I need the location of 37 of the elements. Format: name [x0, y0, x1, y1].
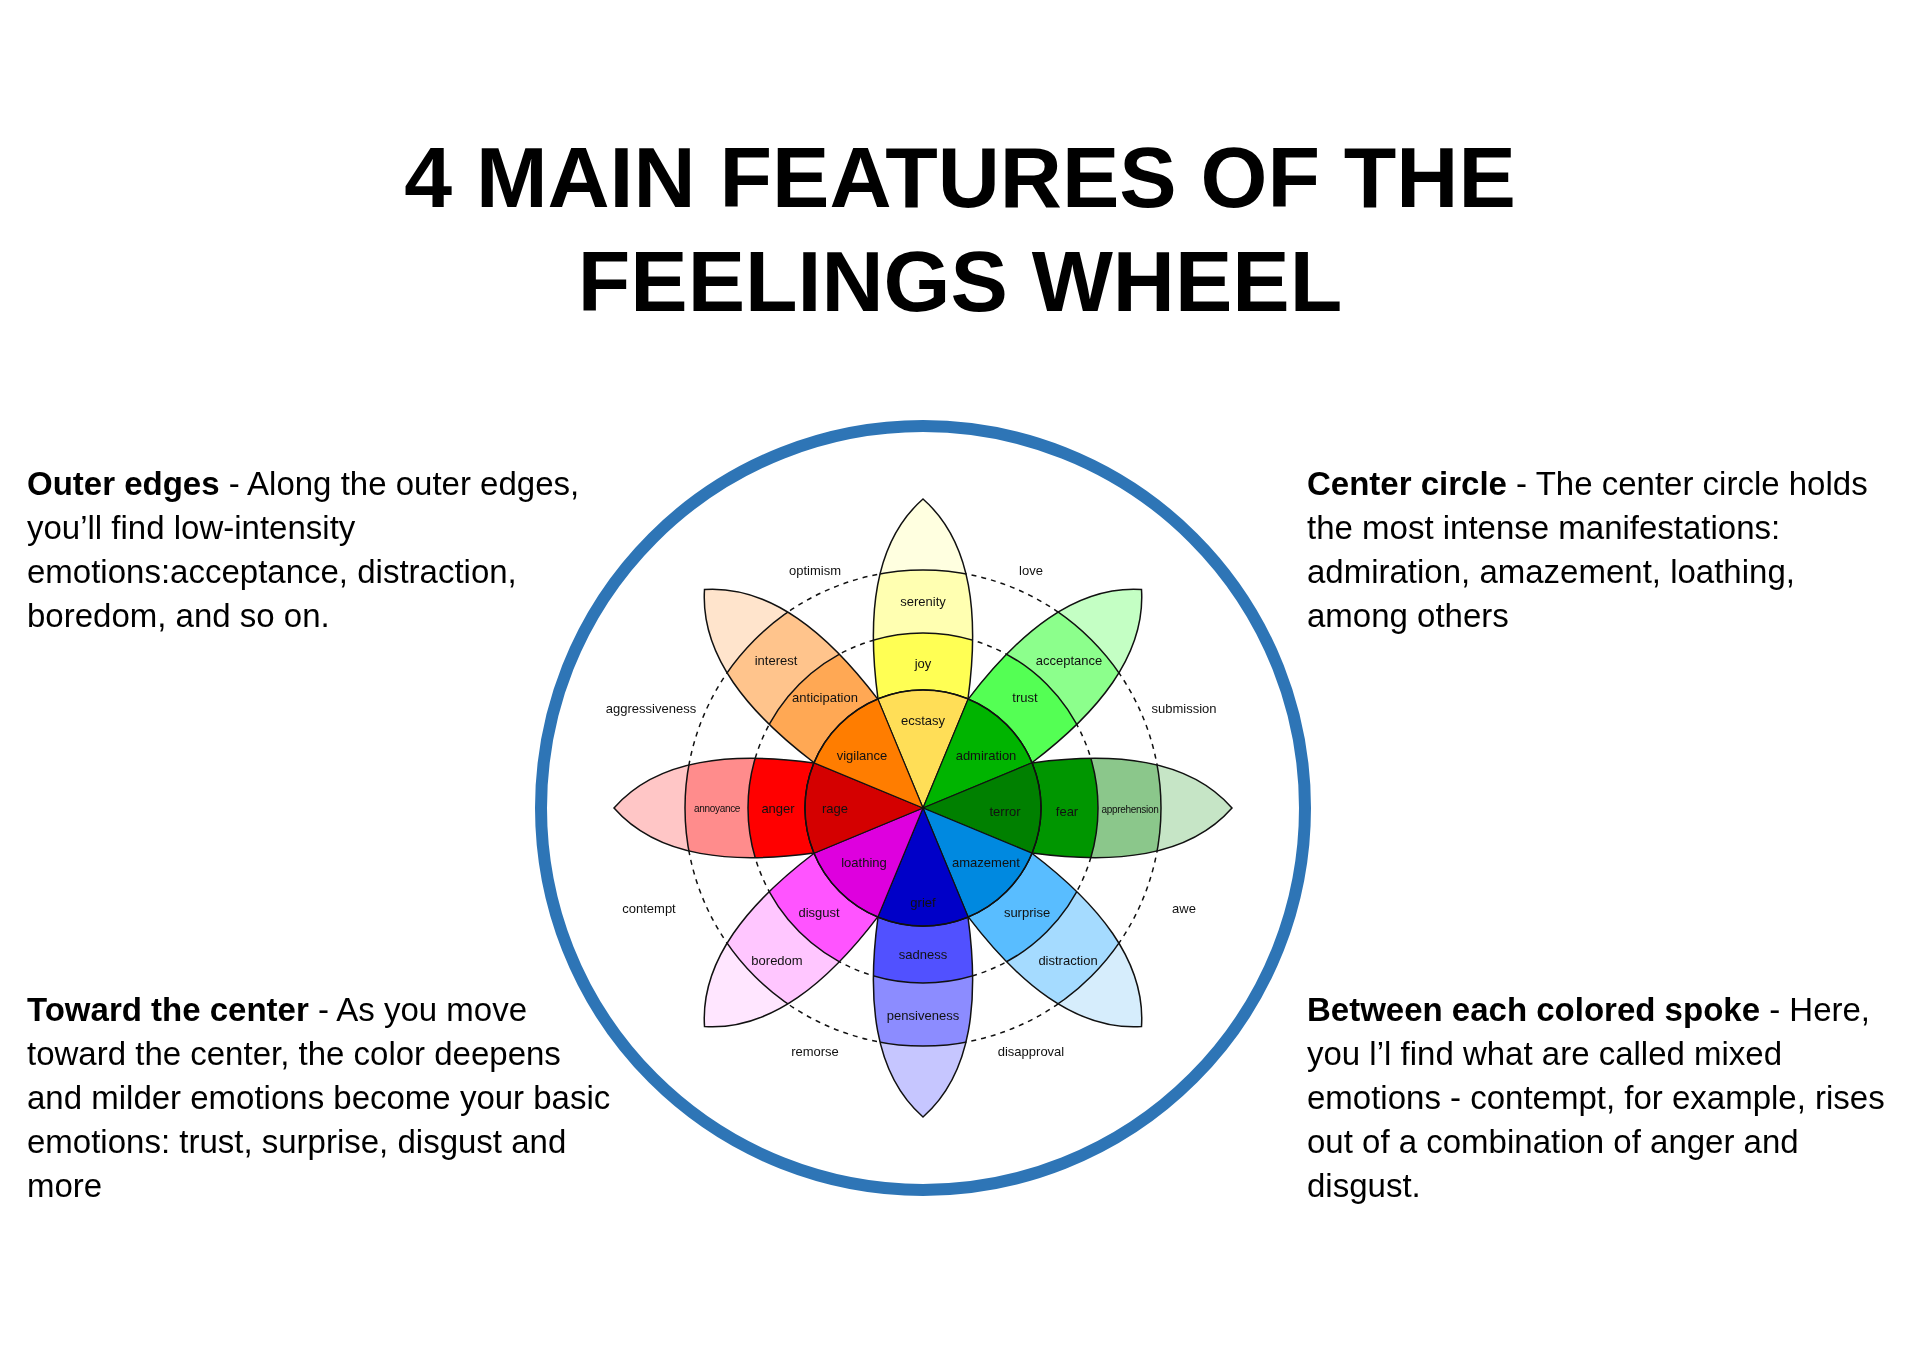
emotion-label: love — [1019, 562, 1043, 578]
emotion-label: pensiveness — [886, 1007, 960, 1023]
description-paragraph: Toward the center - As you move toward the center, the color deepens and milder emotions become your basic emotions: trust, surprise, disgust and more — [27, 990, 612, 1206]
emotion-label: anger — [761, 800, 795, 816]
emotion-label: annoyance — [693, 801, 741, 816]
emotion-label: remorse — [791, 1043, 839, 1059]
emotion-label: rage — [822, 800, 848, 816]
title: 4 MAIN FEATURES OF THE FEELINGS WHEEL — [403, 128, 1517, 331]
emotion-label: serenity — [900, 593, 946, 609]
emotion-label: fear — [1055, 803, 1079, 819]
emotion-label: joy — [914, 655, 932, 671]
emotion-label: sadness — [898, 946, 948, 962]
emotion-label: amazement — [952, 854, 1020, 870]
emotion-label: contempt — [622, 900, 676, 916]
emotion-label: acceptance — [1035, 652, 1103, 668]
emotion-label: aggressiveness — [605, 700, 697, 716]
emotion-label: optimism — [789, 562, 841, 578]
emotion-label: loathing — [841, 854, 887, 870]
emotion-label: boredom — [751, 952, 803, 968]
emotion-label: awe — [1172, 900, 1196, 916]
description-paragraph: Between each colored spoke - Here, you l’l find what are called mixed emotions - contempt, for example, rises out of a combination of anger and disgust. — [1307, 990, 1886, 1206]
emotion-label: vigilance — [836, 747, 888, 763]
emotion-label: disapproval — [997, 1043, 1065, 1059]
description-paragraph: Center circle - The center circle holds the most intense manifestations: admiration, amazement, loathing, among others — [1307, 464, 1869, 636]
emotion-label: anticipation — [792, 689, 858, 705]
emotion-label: apprehension — [1101, 802, 1159, 817]
description-paragraph: Outer edges - Along the outer edges, you’ll find low-intensity emotions:acceptance, distraction, boredom, and so on. — [27, 464, 581, 636]
emotion-label: interest — [754, 652, 798, 668]
emotion-label: ecstasy — [900, 712, 946, 728]
emotion-label: distraction — [1038, 952, 1098, 968]
emotion-label: admiration — [955, 747, 1017, 763]
emotion-label: disgust — [798, 904, 840, 920]
emotion-label: grief — [910, 894, 936, 910]
emotion-label: submission — [1151, 700, 1217, 716]
emotion-label: trust — [1012, 689, 1038, 705]
emotion-label: terror — [989, 803, 1021, 819]
emotion-label: surprise — [1003, 904, 1051, 920]
